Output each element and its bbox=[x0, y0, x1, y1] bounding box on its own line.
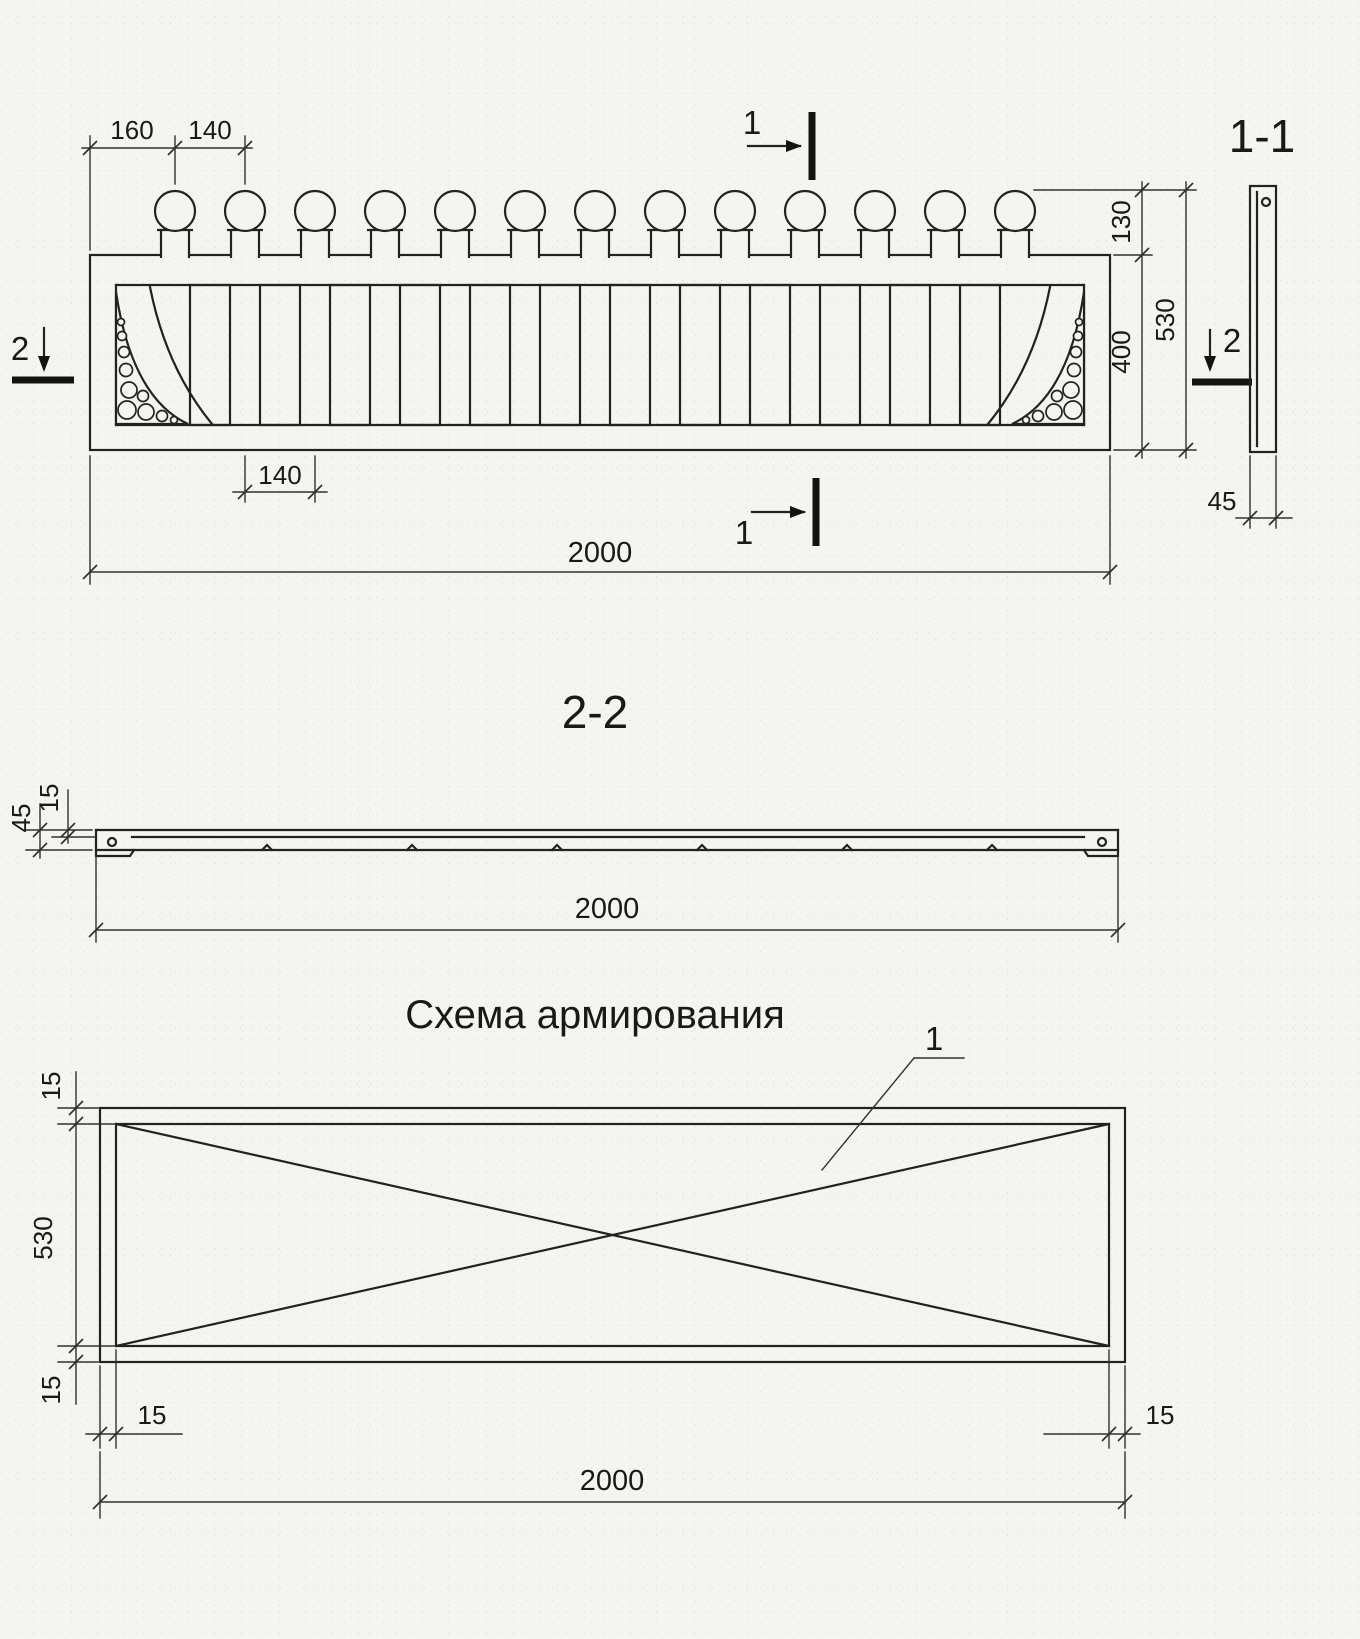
corner-ornament-right bbox=[986, 285, 1086, 426]
callout-1: 1 bbox=[925, 1020, 943, 1057]
dim-530-reinf: 530 bbox=[28, 1216, 58, 1259]
section-cut-markers: 1 1 2 2 bbox=[11, 104, 1252, 551]
section-marker-2-left: 2 bbox=[11, 330, 29, 367]
dim-15-right: 15 bbox=[1146, 1400, 1175, 1430]
dim-15-left: 15 bbox=[138, 1400, 167, 1430]
section-marker-1-bottom: 1 bbox=[735, 514, 753, 551]
dim-15-top: 15 bbox=[36, 1072, 66, 1101]
dim-160: 160 bbox=[110, 115, 153, 145]
section-1-1-title: 1-1 bbox=[1229, 110, 1295, 162]
section-2-2-view: 2-2 15 45 bbox=[6, 686, 1126, 943]
dim-15-bottom: 15 bbox=[36, 1376, 66, 1405]
dim-140-top: 140 bbox=[188, 115, 231, 145]
reinforcement-scheme: Схема армирования 1 15 530 15 bbox=[28, 993, 1175, 1519]
reinforcement-callout: 1 bbox=[821, 1020, 965, 1171]
elevation-dimensions: 160 140 130 400 530 140 2000 bbox=[81, 115, 1197, 585]
section-marker-2-right: 2 bbox=[1223, 322, 1241, 359]
reinforcement-dimensions: 15 530 15 15 15 2000 bbox=[28, 1071, 1175, 1519]
corner-ornament-left bbox=[114, 285, 214, 426]
dim-530: 530 bbox=[1150, 298, 1180, 341]
section-2-2-title: 2-2 bbox=[562, 686, 628, 738]
dim-2000-section22: 2000 bbox=[575, 893, 640, 925]
dim-15-section22: 15 bbox=[34, 784, 64, 813]
reinforcement-frame bbox=[98, 1106, 1127, 1364]
section-1-1-view: 1-1 45 bbox=[1208, 110, 1295, 529]
dim-400: 400 bbox=[1106, 330, 1136, 373]
dim-2000-elevation: 2000 bbox=[568, 537, 633, 569]
dim-2000-reinf: 2000 bbox=[580, 1465, 645, 1497]
fence-panel-outline bbox=[88, 253, 1112, 452]
section-2-2-member bbox=[94, 828, 1120, 858]
fence-slots bbox=[188, 283, 1002, 427]
dim-130: 130 bbox=[1106, 200, 1136, 243]
dim-45-section22: 45 bbox=[6, 804, 36, 833]
section-marker-1-top: 1 bbox=[743, 104, 761, 141]
section-2-2-dimensions: 15 45 2000 bbox=[6, 784, 1126, 943]
fence-elevation: 160 140 130 400 530 140 2000 bbox=[11, 104, 1252, 585]
reinforcement-title: Схема армирования bbox=[405, 993, 785, 1037]
dim-45-section11: 45 bbox=[1208, 486, 1237, 516]
dim-140-bottom: 140 bbox=[258, 460, 301, 490]
fence-pickets bbox=[153, 189, 1037, 260]
